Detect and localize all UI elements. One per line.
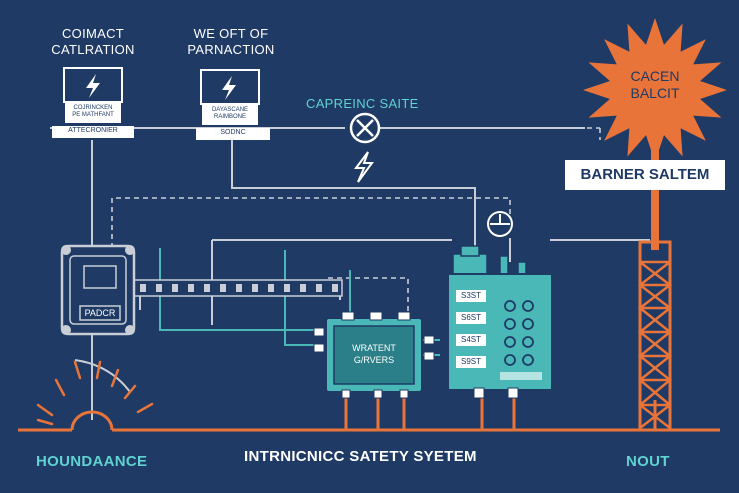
terminal-connector <box>284 284 290 292</box>
teal-label-line-2: G/RVERS <box>353 355 395 365</box>
teal-label-line-1: WRATENT <box>352 343 396 353</box>
teal-module <box>313 311 435 399</box>
control-panel <box>447 245 553 399</box>
burst-label: CACEN BALCIT <box>610 68 700 102</box>
panel-button: S4ST <box>456 334 486 346</box>
terminal-chain <box>131 279 343 297</box>
burst-line-1: CACEN <box>630 68 680 84</box>
left-caption-line-2: PE MATHFANT <box>72 112 114 118</box>
terminal-connector <box>268 284 274 292</box>
left-module <box>52 67 134 138</box>
lightning-icon <box>222 76 236 100</box>
panel-button: S6ST <box>456 312 486 324</box>
left-caption-line-1: COJRINCKEN <box>73 105 113 111</box>
junction-body <box>60 244 136 336</box>
ground-icon <box>487 211 513 237</box>
mid-module-plate <box>196 128 270 140</box>
barrier-label: CAPREINC SAITE <box>306 96 419 111</box>
junction-bottom-label: PADCR <box>84 308 116 318</box>
curved-wire <box>74 359 131 393</box>
terminal-connector <box>316 284 322 292</box>
left-module-title: COIMACT CATLRATION <box>40 26 146 58</box>
lightning-icon <box>354 151 374 183</box>
mid-title-line-1: WE OFT OF <box>193 26 269 41</box>
ground-rays <box>36 360 154 426</box>
left-title-line-1: COIMACT <box>61 26 125 41</box>
cross-circle-icon <box>349 112 381 144</box>
barner-label: BARNER SALTEM <box>565 160 725 190</box>
mid-caption-line-1: DAYASCANE <box>211 107 249 113</box>
left-module-caption: COJRINCKEN PE MATHFANT <box>64 105 122 119</box>
junction-top-label: IInpe <box>89 269 111 279</box>
mid-caption-line-2: RAIMBONE <box>213 114 246 120</box>
mid-title-line-2: PARNACTION <box>187 42 275 57</box>
terminal-connector <box>236 284 242 292</box>
mid-module-caption: DAYASCANE RAIMBONE <box>201 107 259 121</box>
starburst-icon <box>583 18 727 162</box>
panel-button: S3ST <box>456 290 486 302</box>
left-module-plate-label: ATTECRONIER <box>68 127 118 134</box>
dashed-wires <box>111 127 601 318</box>
ground-dome <box>70 410 114 431</box>
terminal-connector <box>300 284 306 292</box>
teal-module-label: WRATENT G/RVERS <box>334 342 414 366</box>
terminal-connector <box>140 284 146 292</box>
panel-button: S9ST <box>456 356 486 368</box>
mid-module-title: WE OFT OF PARNACTION <box>178 26 284 58</box>
right-loop-wire <box>231 140 476 252</box>
tower-pole <box>651 140 659 250</box>
teal-loop-wire <box>159 248 318 331</box>
terminal-connector <box>172 284 178 292</box>
bottom-left-label: HOUNDAANCE <box>36 453 148 470</box>
terminal-connector <box>204 284 210 292</box>
mid-module-plate-label: SODNC <box>220 129 246 136</box>
left-module-plate <box>52 126 134 138</box>
transmission-tower <box>637 140 673 432</box>
bottom-right-label: NOUT <box>626 453 670 470</box>
terminal-connector <box>220 284 226 292</box>
terminal-connector <box>156 284 162 292</box>
terminal-connector <box>332 284 338 292</box>
burst-line-2: BALCIT <box>630 85 680 101</box>
left-title-line-2: CATLRATION <box>51 42 135 57</box>
junction-box <box>60 244 136 336</box>
ground-lines <box>18 395 720 432</box>
tower-frame <box>638 240 672 432</box>
bottom-center-label: INTRNICNICC SATETY SYETEM <box>244 448 477 465</box>
terminal-connector <box>252 284 258 292</box>
mid-module <box>196 69 270 140</box>
terminal-connector <box>188 284 194 292</box>
lightning-icon <box>86 74 100 98</box>
